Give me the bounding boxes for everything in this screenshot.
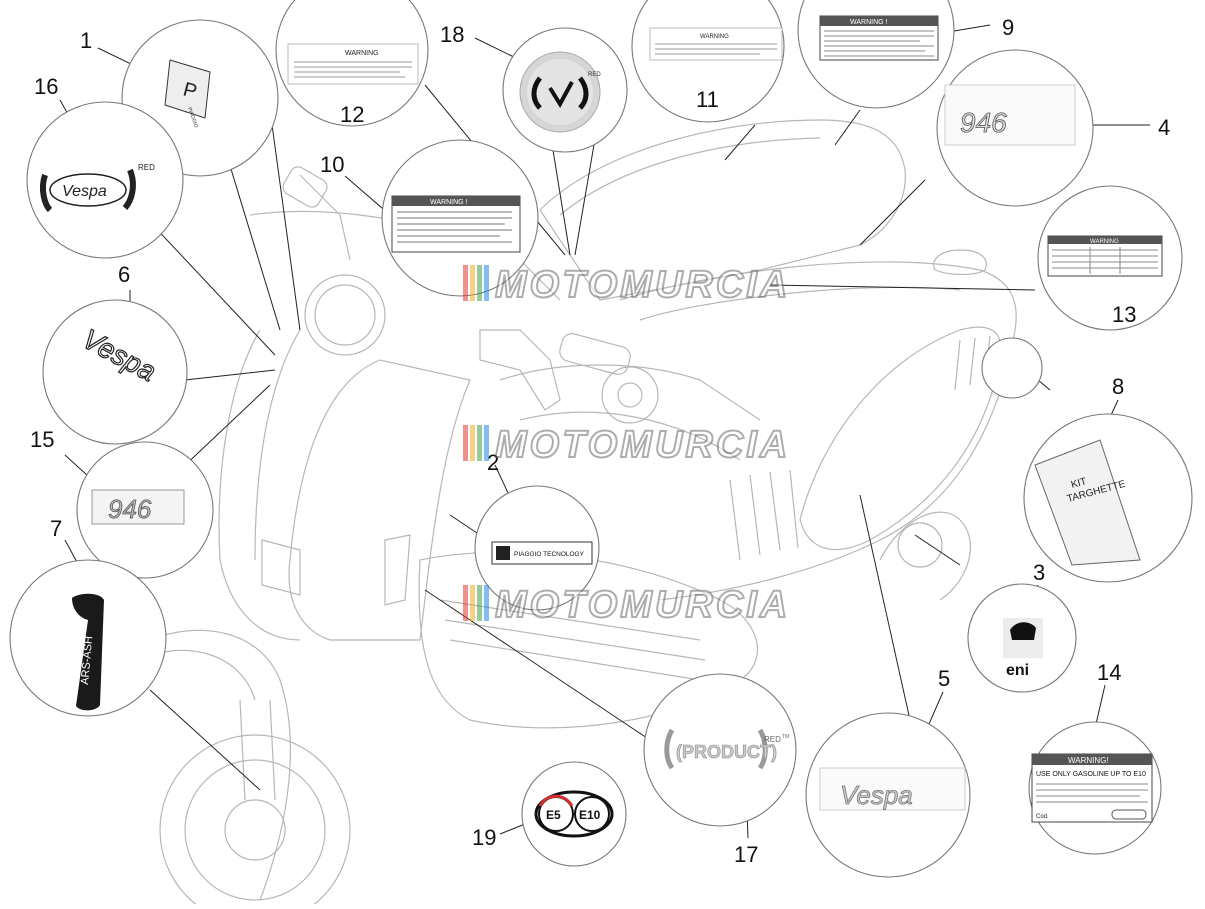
- part-14-fuel-warning: WARNING! USE ONLY GASOLINE UP TO E10 Cod…: [1031, 753, 1153, 823]
- callout-number-1: 1: [80, 28, 92, 53]
- watermark-text: MOTOMURCIA: [495, 584, 790, 626]
- part-2-piaggio-tecnology: PIAGGIO TECNOLOGY: [491, 541, 593, 565]
- part-16-vespa-red-badge: Vespa RED: [39, 163, 155, 213]
- part-3-eni-logo: eni: [1003, 618, 1043, 679]
- callout-number-11: 11: [696, 87, 719, 112]
- watermark-stripe: [470, 425, 475, 461]
- watermark-stripe: [470, 585, 475, 621]
- part-11-warning-label: WARNING: [649, 27, 783, 61]
- callout-number-7: 7: [50, 516, 62, 541]
- svg-text:eni: eni: [1006, 662, 1029, 679]
- watermark-stripe: [463, 585, 468, 621]
- callout-number-3: 3: [1033, 560, 1045, 585]
- svg-text:USE ONLY GASOLINE UP TO E10: USE ONLY GASOLINE UP TO E10: [1036, 771, 1146, 778]
- callout-number-9: 9: [1002, 15, 1014, 40]
- callout-number-14: 14: [1097, 660, 1121, 685]
- part-15-946-badge: 946: [91, 489, 185, 525]
- svg-text:E10: E10: [579, 808, 601, 822]
- watermark-stripe: [484, 585, 489, 621]
- svg-text:ARS-ASH: ARS-ASH: [79, 635, 95, 685]
- svg-text:P: P: [181, 79, 200, 104]
- svg-text:WARNING!: WARNING!: [1068, 756, 1109, 765]
- callout-number-13: 13: [1112, 302, 1136, 327]
- svg-text:WARNING !: WARNING !: [430, 199, 468, 206]
- part-10-warning-label: WARNING !: [391, 195, 521, 253]
- svg-text:946: 946: [960, 107, 1007, 138]
- svg-text:PIAGGIO TECNOLOGY: PIAGGIO TECNOLOGY: [514, 551, 585, 558]
- detail-circle-17: [643, 673, 797, 827]
- watermark-stripe: [463, 425, 468, 461]
- watermark-text: MOTOMURCIA: [495, 264, 790, 306]
- part-12-warning-label: WARNING: [287, 43, 419, 85]
- detail-circle-6: [42, 299, 188, 445]
- svg-text:WARNING !: WARNING !: [850, 19, 888, 26]
- part-9-warning-label: WARNING !: [819, 15, 939, 61]
- svg-text:WARNING: WARNING: [345, 50, 379, 57]
- watermark-stripe: [477, 585, 482, 621]
- svg-text:TM: TM: [782, 734, 789, 740]
- part-19-e5-e10: E5 E10: [534, 790, 614, 838]
- svg-text:WARNING: WARNING: [700, 34, 729, 40]
- callout-number-8: 8: [1112, 374, 1124, 399]
- svg-text:RED: RED: [138, 163, 155, 172]
- part-5-vespa-side-badge: Vespa: [819, 767, 966, 811]
- callout-number-6: 6: [118, 262, 130, 287]
- svg-text:E5: E5: [546, 808, 561, 822]
- callout-number-12: 12: [340, 102, 364, 127]
- svg-text:Vespa: Vespa: [840, 780, 913, 810]
- callout-number-19: 19: [472, 825, 496, 850]
- part-8-kit-targhette: KIT TARGHETTE: [1034, 439, 1141, 566]
- callout-number-4: 4: [1158, 115, 1170, 140]
- part-18-red-round-badge: RED: [519, 51, 601, 133]
- watermark-stripe: [477, 265, 482, 301]
- watermark-stripe: [484, 265, 489, 301]
- watermarks: MOTOMURCIA MOTOMURCIA MOTOMURCIA: [463, 263, 790, 627]
- callout-number-18: 18: [440, 22, 464, 47]
- svg-text:Cod.: Cod.: [1036, 814, 1049, 820]
- watermark-stripe: [484, 425, 489, 461]
- callout-number-5: 5: [938, 666, 950, 691]
- detail-circle-tail: [981, 337, 1043, 399]
- watermark-3: MOTOMURCIA: [463, 583, 790, 627]
- part-7-ars-ash-strip: ARS-ASH: [72, 593, 104, 711]
- svg-text:KIT: KIT: [1070, 476, 1088, 491]
- watermark-text: MOTOMURCIA: [495, 424, 790, 466]
- part-4-946-badge: 946: [944, 84, 1076, 146]
- watermark-stripe: [470, 265, 475, 301]
- part-17-product-red: (PRODUCT) RED TM: [664, 728, 789, 770]
- part-1-piaggio-plate: P PIAGGIO: [164, 59, 211, 129]
- svg-text:946: 946: [108, 494, 152, 524]
- svg-text:WARNING: WARNING: [1090, 239, 1119, 245]
- callout-number-2: 2: [487, 450, 499, 475]
- callout-number-15: 15: [30, 427, 54, 452]
- callout-number-10: 10: [320, 152, 344, 177]
- svg-text:Vespa: Vespa: [62, 183, 107, 200]
- watermark-stripe: [463, 265, 468, 301]
- svg-text:RED: RED: [588, 72, 601, 78]
- callout-number-16: 16: [34, 74, 58, 99]
- watermark-stripe: [477, 425, 482, 461]
- watermark-2: MOTOMURCIA: [463, 423, 790, 467]
- part-13-warning-label: WARNING: [1047, 235, 1163, 277]
- watermark-1: MOTOMURCIA: [463, 263, 790, 307]
- svg-text:(PRODUCT): (PRODUCT): [676, 742, 777, 762]
- callout-number-17: 17: [734, 842, 758, 867]
- svg-text:RED: RED: [764, 735, 781, 744]
